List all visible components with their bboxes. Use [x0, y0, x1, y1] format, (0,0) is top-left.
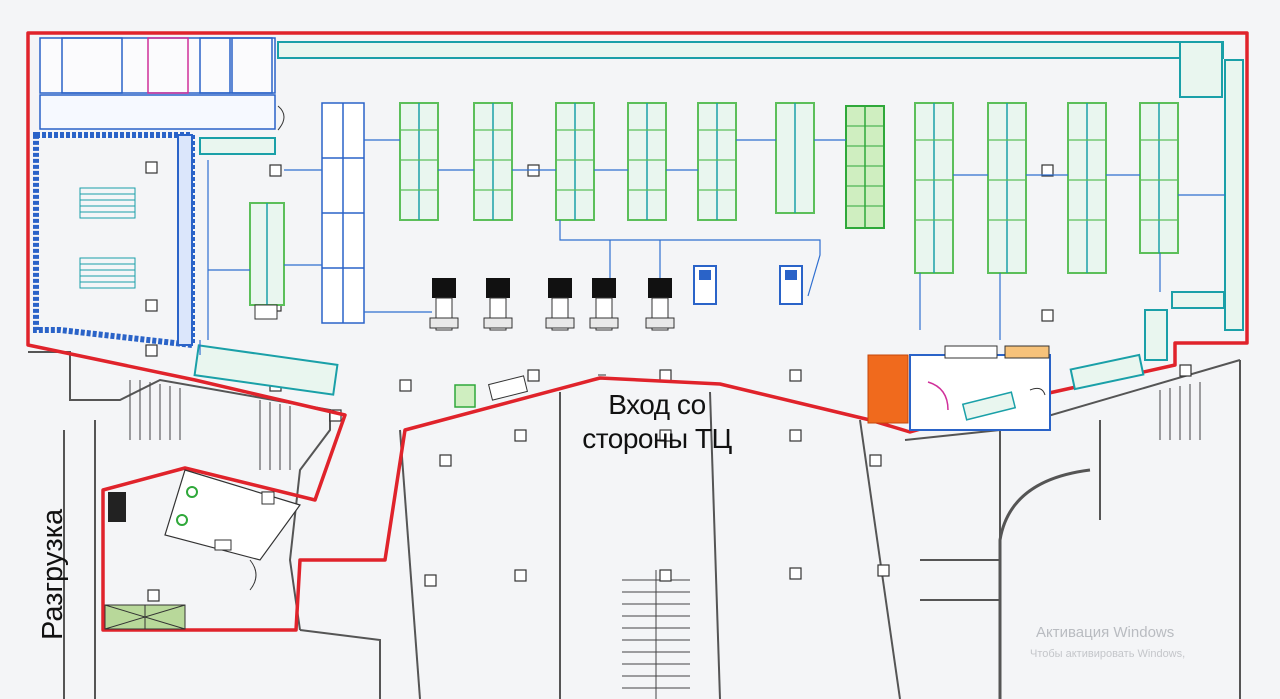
gondola-dividers [400, 129, 1178, 221]
produce-rack [845, 105, 885, 229]
curved-wall [998, 468, 1091, 699]
dimension-lines [199, 139, 1225, 355]
windows-activation-subtext: Чтобы активировать Windows, [1030, 648, 1186, 660]
unloading-room [104, 469, 301, 630]
gondolas [399, 102, 1179, 274]
self-checkout-2 [779, 265, 803, 305]
stairs-left [129, 380, 291, 470]
freezer-blocks [321, 102, 365, 324]
checkout-2 [483, 278, 513, 331]
entrance-label-line1: Вход со [608, 389, 706, 420]
wall-shelving-top [277, 41, 1244, 331]
entrance-gates [454, 375, 529, 408]
windows-activation-watermark: Активация Windows [1036, 624, 1175, 641]
stairs-right [1159, 382, 1201, 440]
checkout-4 [589, 278, 619, 331]
unloading-label: Разгрузка [37, 508, 69, 640]
checkouts [429, 265, 803, 331]
door-arcs [249, 105, 1046, 591]
back-room [33, 132, 195, 349]
gondola-left [249, 202, 285, 320]
cash-room [867, 345, 1051, 431]
entrance-label: Вход со стороны ТЦ [562, 388, 752, 456]
service-rooms [39, 37, 276, 130]
shelving-right [1069, 291, 1225, 391]
checkout-1 [429, 278, 459, 331]
checkout-5 [645, 278, 675, 331]
shelving-lower-left [193, 344, 339, 396]
stairs-center [622, 570, 690, 699]
self-checkout-1 [693, 265, 717, 305]
entrance-label-line2: стороны ТЦ [582, 423, 732, 454]
store-outline [26, 31, 1249, 632]
gondola-spines [418, 103, 1160, 273]
checkout-3 [545, 278, 575, 331]
stairs [129, 380, 1201, 699]
shelving-left-wall [199, 137, 276, 155]
